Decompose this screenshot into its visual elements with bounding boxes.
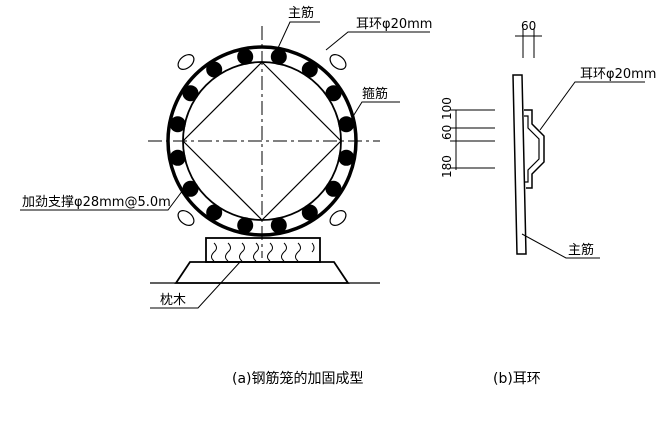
label-sleeper: 枕木 xyxy=(160,293,186,308)
leader-ear-ring-b xyxy=(539,81,645,131)
main-bar-dot xyxy=(182,85,199,102)
leader-main-bar-b xyxy=(521,233,600,259)
label-ear-ring-b: 耳环φ20mm xyxy=(580,67,656,82)
main-bar-dot xyxy=(169,149,186,166)
figure-a-cage-section xyxy=(148,26,380,258)
leader-ear-ring xyxy=(325,31,430,51)
ear-ring-bottom-right xyxy=(329,210,347,226)
label-top-dim: 60 xyxy=(521,19,536,33)
leader-sleeper xyxy=(150,261,241,309)
main-bar-dot xyxy=(206,61,223,78)
label-dim-180: 180 xyxy=(440,155,454,178)
main-bars-group xyxy=(169,48,355,234)
label-stirrup: 箍筋 xyxy=(362,86,388,102)
label-main-bar: 主筋 xyxy=(288,5,314,21)
ear-ring-profile-inner xyxy=(524,115,540,183)
ear-ring-top-right xyxy=(329,54,347,70)
label-dim-60: 60 xyxy=(440,125,454,140)
leader-main-bar xyxy=(277,21,320,49)
main-bar-dot xyxy=(325,85,342,102)
outer-stirrup-ring xyxy=(166,45,358,237)
sleeper-support xyxy=(150,237,380,284)
label-dim-100: 100 xyxy=(440,97,454,120)
main-bar-dot xyxy=(338,149,355,166)
figure-a-leaders xyxy=(20,21,430,309)
main-bar-section xyxy=(512,74,527,255)
sleeper-top-block xyxy=(205,237,321,263)
label-stiffener: 加劲支撑φ28mm@5.0m xyxy=(22,195,171,210)
main-bar-dot xyxy=(301,61,318,78)
ear-rings xyxy=(177,54,347,226)
ear-ring-top-left xyxy=(177,54,195,70)
main-bar-dot xyxy=(182,180,199,197)
main-bar-dot xyxy=(206,204,223,221)
label-main-bar-b: 主筋 xyxy=(568,242,594,258)
main-bar-dot xyxy=(270,217,287,234)
main-bar-dot xyxy=(325,180,342,197)
figure-b-ear-ring-detail xyxy=(450,28,645,259)
leader-stirrup xyxy=(351,101,400,119)
main-bar-dot xyxy=(237,217,254,234)
main-bar-dot xyxy=(301,204,318,221)
caption-b: (b)耳环 xyxy=(493,371,541,387)
sleeper-base xyxy=(174,261,350,284)
main-bar-dot xyxy=(169,116,186,133)
caption-a: (a)钢筋笼的加固成型 xyxy=(232,370,364,387)
main-bar-dot xyxy=(237,48,254,65)
ear-ring-bottom-left xyxy=(177,210,195,226)
leader-stiffener xyxy=(20,185,187,211)
main-bar-dot xyxy=(270,48,287,65)
label-ear-ring-a: 耳环φ20mm xyxy=(356,17,432,32)
ear-ring-profile xyxy=(524,109,545,189)
wood-grain xyxy=(211,242,315,262)
main-bar-dot xyxy=(338,116,355,133)
diamond-bracing xyxy=(182,61,342,221)
